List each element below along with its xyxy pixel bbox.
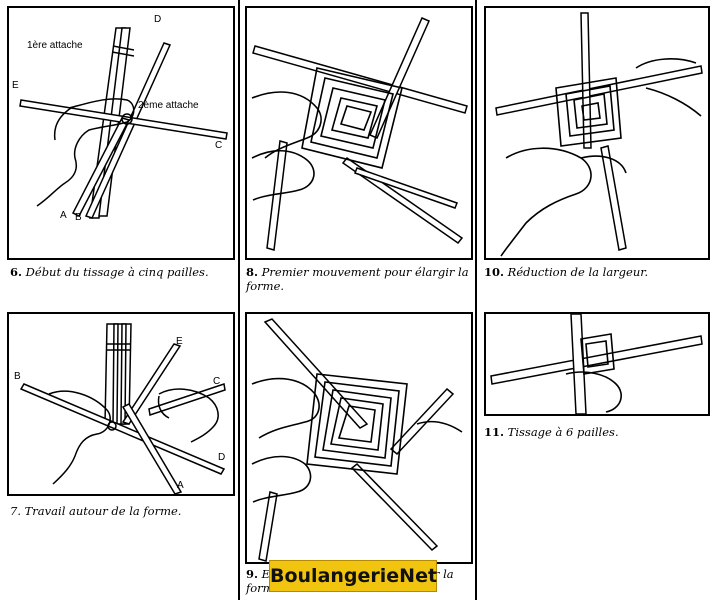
figure-9-illustration [245,312,473,564]
caption-figure-10: 10. Réduction de la largeur. [484,265,709,279]
figure-6-illustration [7,6,235,260]
widening-form-drawing [251,17,468,251]
figure-7-number: 7. [10,504,21,518]
figure-6-caption-text: Début du tissage à cinq pailles. [25,265,209,279]
label-1ere-attache: 1ère attache [27,40,83,51]
six-straw-weaving-drawing [490,314,703,414]
figure-10-illustration [484,6,710,260]
column-divider-right [475,0,477,600]
figure-7-caption-text: Travail autour de la forme. [24,504,182,518]
caption-figure-7: 7. Travail autour de la forme. [10,504,232,518]
figure-11-illustration [484,312,710,416]
figure-11-caption-text: Tissage à 6 pailles. [507,425,619,439]
figure-8-caption-text: Premier mouvement pour élargir la forme. [246,265,469,293]
caption-figure-11: 11. Tissage à 6 pailles. [484,425,709,439]
figure-10-number: 10. [484,265,505,279]
label-straw-c: C [215,140,223,151]
figure-11-number: 11. [484,425,505,439]
figure-6-number: 6. [10,265,23,279]
five-straws-drawing [19,27,228,219]
label-fig7-straw-a: A [177,480,184,491]
label-straw-e: E [12,80,19,91]
figure-10-caption-text: Réduction de la largeur. [507,265,649,279]
label-straw-d: D [154,14,162,25]
label-fig7-straw-e: E [176,336,183,347]
width-reduction-drawing [495,12,703,257]
working-around-form-drawing [19,323,226,494]
caption-figure-8: 8. Premier mouvement pour élargir la for… [246,265,471,293]
column-divider-left [238,0,240,600]
figure-8-illustration [245,6,473,260]
figure-8-number: 8. [246,265,259,279]
label-fig7-straw-b: B [14,371,21,382]
boulangerienet-watermark: BoulangerieNet [269,560,437,592]
label-fig7-straw-c: C [213,376,221,387]
figure-7-illustration [7,312,235,496]
label-straw-b: B [75,212,82,223]
figure-9-number: 9. [246,567,259,581]
caption-figure-6: 6. Début du tissage à cinq pailles. [10,265,232,279]
label-fig7-straw-d: D [218,452,226,463]
label-2eme-attache: 2ème attache [138,100,199,111]
figure-9-caption-start: E [261,567,271,581]
label-straw-a: A [60,210,67,221]
widening-form-second-drawing [251,318,463,562]
